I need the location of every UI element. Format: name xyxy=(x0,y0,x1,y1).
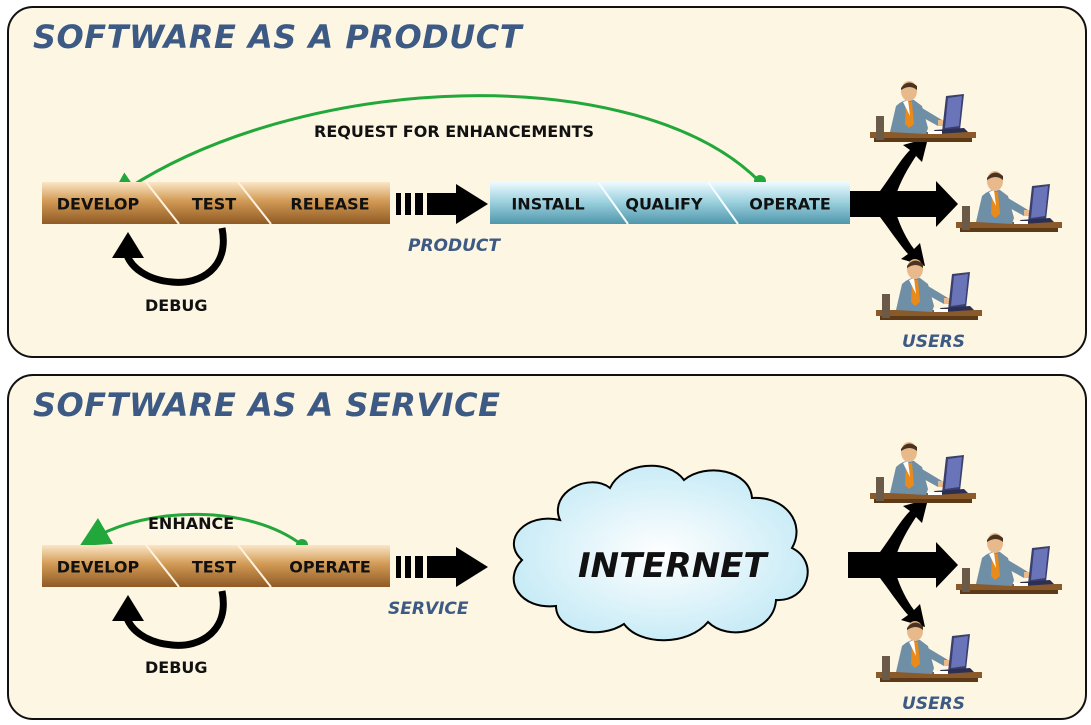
stage-test-label: TEST xyxy=(191,557,237,577)
user-at-laptop-icon xyxy=(954,528,1064,606)
feedback-label: REQUEST FOR ENHANCEMENTS xyxy=(314,122,595,141)
cloud-icon xyxy=(512,464,809,642)
stage-develop-label: DEVELOP xyxy=(56,557,140,577)
stage-release xyxy=(238,182,390,224)
stage-operate-label: OPERATE xyxy=(289,557,371,577)
stage-test xyxy=(146,182,271,224)
stage-qualify-label: QUALIFY xyxy=(625,194,703,214)
service-delivery-arrow xyxy=(396,547,488,587)
debug-label: DEBUG xyxy=(145,296,208,315)
stage-develop xyxy=(42,182,179,224)
debug-label: DEBUG xyxy=(145,658,208,677)
delivery-arrow xyxy=(396,184,488,224)
user-at-laptop-icon xyxy=(868,437,978,515)
service-delivery-label: SERVICE xyxy=(388,599,469,619)
users-label: USERS xyxy=(902,332,965,352)
debug-arrow xyxy=(122,590,227,649)
stage-test xyxy=(146,545,271,587)
stage-qualify xyxy=(598,182,738,224)
stage-develop xyxy=(42,545,179,587)
stage-operate xyxy=(708,182,850,224)
stage-test-label: TEST xyxy=(191,194,237,214)
stage-operate-label: OPERATE xyxy=(749,194,831,214)
internet-label: INTERNET xyxy=(578,546,767,586)
service-distribution-arrow xyxy=(848,499,958,627)
stage-install-label: INSTALL xyxy=(511,194,585,214)
delivery-label: PRODUCT xyxy=(408,236,500,256)
enhance-label: ENHANCE xyxy=(148,514,235,533)
users-label: USERS xyxy=(902,694,965,714)
stage-develop-label: DEVELOP xyxy=(56,194,140,214)
enhance-arrow xyxy=(79,512,303,547)
feedback-arrow xyxy=(108,94,762,202)
user-at-laptop-icon xyxy=(874,616,984,694)
distribution-arrow xyxy=(850,138,958,266)
service-title: SOFTWARE AS A SERVICE xyxy=(33,386,501,424)
stage-release-label: RELEASE xyxy=(290,194,370,214)
stage-operate xyxy=(238,545,390,587)
stage-install xyxy=(490,182,628,224)
debug-arrow xyxy=(122,227,227,286)
product-title: SOFTWARE AS A PRODUCT xyxy=(33,18,523,56)
